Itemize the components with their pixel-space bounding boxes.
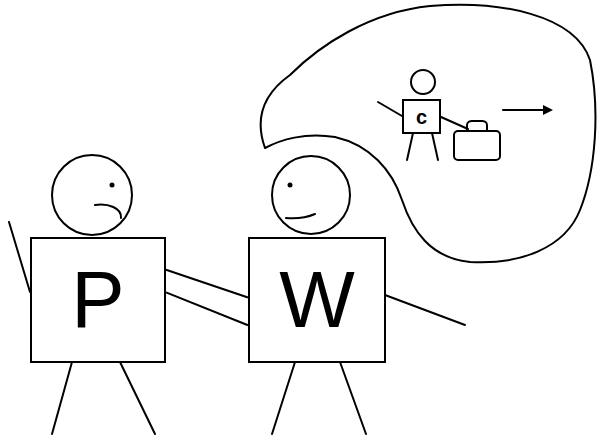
head [52, 155, 132, 235]
person-body: c [402, 99, 441, 134]
person-letter: P [71, 260, 124, 340]
head [411, 70, 435, 94]
arm [441, 117, 468, 129]
leg [407, 133, 413, 160]
leg [340, 362, 366, 434]
briefcase [454, 131, 500, 160]
arm [9, 222, 30, 292]
head [272, 156, 350, 234]
arm-line [166, 292, 248, 325]
leg [432, 133, 438, 160]
arrow-head [543, 105, 553, 115]
mouth [286, 214, 315, 218]
person-letter: W [279, 260, 355, 340]
arm [378, 102, 402, 116]
arm [385, 295, 465, 325]
motion-arrow [503, 109, 546, 111]
eye [110, 183, 115, 188]
eye [288, 183, 293, 188]
thought-bubble [261, 5, 596, 263]
briefcase-handle [467, 121, 487, 131]
mouth [95, 205, 121, 218]
person-letter: c [416, 107, 427, 127]
leg [272, 362, 295, 434]
person-body: W [248, 237, 386, 363]
leg [120, 362, 155, 434]
person-body: P [30, 237, 166, 363]
arm-line [166, 270, 248, 298]
leg [52, 362, 72, 434]
